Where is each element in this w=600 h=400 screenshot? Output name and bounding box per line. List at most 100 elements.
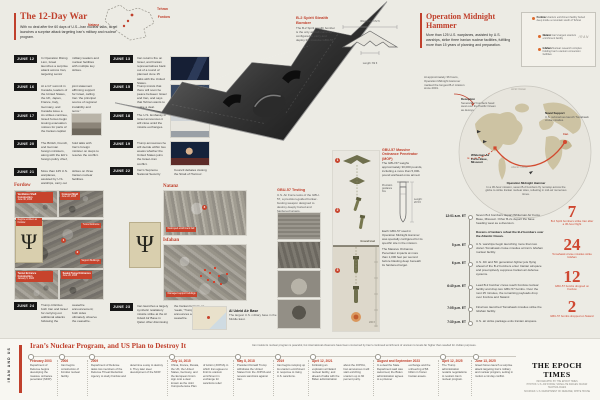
timeline-entry-text: The U.S. Embassy in Israel announces it … — [137, 113, 167, 130]
band-entry-text: Iran begins construction of Fordow nucle… — [61, 364, 80, 378]
b2-topview-icon — [341, 25, 399, 55]
photo-trump-briefing — [170, 141, 210, 166]
satellite-caption-chip: Destroyed enrichment hall — [166, 227, 196, 232]
base-location-dot — [207, 316, 210, 319]
stat-value: 24 — [563, 235, 581, 254]
satellite-image-tunnel-before: Tunnel Entrance Construction January 5, … — [14, 269, 59, 300]
photo-missile-barrage — [170, 56, 210, 81]
al-udeid-title: Al Udeid Air Base — [229, 309, 259, 313]
band-entry-text: The Trump administration restarts negoti… — [442, 364, 467, 382]
impact-marker: 2 — [75, 250, 80, 255]
stat-caption: Tomahawk cruise missiles strike Isfahan — [552, 252, 592, 260]
band-entry: April 12, 2025 The Trump administration … — [442, 359, 469, 382]
band-entry-text: President Donald Trump withdraws the Uni… — [237, 364, 271, 382]
schedule-time: 6:40 p.m. ET — [447, 284, 466, 288]
note-arrow — [453, 93, 475, 106]
legend-name: Fordow — [536, 16, 546, 19]
schedule-text: Final two launched Tomahawk missiles str… — [476, 305, 542, 313]
b2-spec-title: B-2 Spirit Stealth Bomber — [296, 15, 329, 25]
band-entry: 2009 Department of Defense tasks two mem… — [91, 359, 165, 378]
schedule-text: U.S. 4th and 5th generation fighter jets… — [476, 260, 542, 276]
chip-date: June 20, 2025 — [62, 275, 78, 277]
band-separator — [308, 360, 309, 396]
timeline-entry-text: Iran launches a largely symbolic retalia… — [137, 304, 205, 325]
chip-title: Cratered Shaft — [61, 193, 79, 196]
emblem-caption-chip: Regime emblem at Fordow — [16, 218, 42, 226]
schedule-node — [467, 284, 474, 291]
iran-outline-map — [104, 4, 155, 41]
globe-mission-label: Operation Midnight Hammer In a 36-hour m… — [485, 181, 567, 196]
gbu-test-photo-2 — [277, 241, 321, 269]
gbu-test-photo-1 — [277, 212, 321, 240]
trident-glyph: Ψ — [20, 229, 38, 254]
band-separator — [233, 360, 234, 396]
timeline-date-badge: JUNE 18 — [110, 112, 134, 120]
stat-gbu-fordow: 12 GBU-57 bombs dropped on Fordow — [550, 268, 594, 292]
legend-desc: Uranium enrichment facility buried deep … — [536, 16, 586, 23]
band-entry: July 14, 2015 China, France, Russia, the… — [171, 359, 231, 389]
deception-text: Several B-2 bombers head west over the P… — [461, 100, 496, 112]
schedule-time: 6 p.m. ET — [451, 261, 466, 265]
timeline-entry-text: Iran returns fire on Israel, and Iranian… — [137, 56, 166, 85]
map-label-natanz: Natanz — [88, 23, 100, 27]
band-entry: June 13, 2025 Israeli forces launch a su… — [475, 359, 515, 378]
band-entry-date: 2009 — [91, 359, 99, 363]
naval-title: Naval Support — [545, 111, 565, 115]
satellite-image-isfahan: Damaged support buildings — [163, 244, 247, 301]
band-entry: April 12, 2021 Following an explosion at… — [312, 359, 371, 382]
gbu-test-photo-3 — [277, 270, 321, 298]
legend-desc: Iran’s largest uranium enrichment facili… — [542, 34, 577, 41]
satellite-caption-chip: Tunnel Entrance Construction January 5, … — [16, 271, 54, 282]
stat-gbu-natanz: 2 GBU-57 bombs dropped on Natanz — [550, 298, 594, 318]
band-node — [375, 354, 381, 360]
b2-spec-text-block: B-2 Spirit Stealth Bomber The B-2 Spirit… — [296, 15, 336, 43]
timeline-date-badge: JUNE 15 — [110, 83, 134, 91]
band-entry: May 8, 2018 President Donald Trump withd… — [237, 359, 271, 382]
band-entry-date: February 2003 — [30, 359, 52, 363]
chip-date: June 30, 2023 — [17, 199, 33, 201]
band-node — [169, 354, 175, 360]
band-entry: February 2003 Department of Defense begi… — [30, 359, 57, 382]
page-intro: With no deal after the 60 days of U.S.–I… — [20, 25, 118, 40]
stat-tomahawks: 24 Tomahawk cruise missiles strike Isfah… — [550, 236, 594, 260]
band-entry-date: 2019 — [277, 359, 285, 363]
stat-value: 2 — [567, 297, 577, 316]
target-dot — [532, 17, 535, 20]
b2-spec-text: The B-2 Spirit stealth bomber is the onl… — [296, 26, 336, 42]
band-intro: Iran insists its nuclear program is peac… — [252, 344, 477, 347]
al-udeid-text: The largest U.S. military base in the Mi… — [229, 313, 277, 321]
mop-p1: The GBU-57 weighs approximately 30,000 p… — [382, 161, 423, 178]
band-entry-date: April 12, 2025 — [442, 359, 463, 363]
band-entry-date: April 12, 2021 — [312, 359, 333, 363]
main-title-block: The 12-Day War With no deal after the 60… — [14, 12, 138, 41]
timeline-date-badge: JUNE 13 — [110, 55, 134, 63]
globe-naval-label: Naval Support U.S. submarines launch Tom… — [545, 111, 589, 123]
naval-text: U.S. submarines launch Tomahawk cruise m… — [545, 114, 589, 123]
satellite-image-fordow-before: Ventilation Shaft Construction June 30, … — [14, 190, 58, 218]
timeline-date-badge: JUNE 24 — [14, 302, 38, 310]
chip-title: Ventilation Shaft Construction — [17, 193, 37, 199]
globe-deception-label: Deception Several B-2 bombers head west … — [461, 97, 499, 112]
omh-title-block: Operation Midnight Hammer More than 125 … — [420, 12, 522, 48]
band-node — [440, 354, 446, 360]
satellite-image-fordow-after: Cratered Shaft June 22, 2025 — [58, 190, 104, 218]
band-separator — [167, 360, 168, 396]
band-separator — [273, 360, 274, 396]
brand-credit-2: PHOTOS: U.S. AIR FORCE; SATELLITE IMAGES… — [526, 384, 588, 390]
map-label-fordow: Fordow — [157, 15, 170, 19]
globe-art — [458, 85, 592, 219]
timeline-date-badge: JUNE 19 — [110, 140, 134, 148]
band-separator — [57, 360, 58, 396]
legend-text: Natanz Iran’s largest uranium enrichment… — [543, 34, 584, 40]
band-entry-date: June 13, 2025 — [475, 359, 496, 363]
band-node — [310, 354, 316, 360]
b2-diagram: Wingspan: 172 ft Length: 69 ft — [340, 20, 400, 65]
timeline-date-badge: JUNE 21 — [14, 168, 38, 176]
band-entry-text: Department of Defense begins developing … — [30, 364, 53, 382]
damage-markers — [204, 269, 206, 271]
mission-title: Operation Midnight Hammer — [506, 181, 546, 185]
satellite-caption-chip: Ventilation Shaft Construction June 30, … — [16, 192, 54, 203]
mop-spec-section: GBU-57 Massive Ordnance Penetrator (MOP)… — [382, 148, 424, 268]
band-separator — [438, 360, 439, 396]
schedule-time: 5 p.m. ET — [451, 243, 466, 247]
